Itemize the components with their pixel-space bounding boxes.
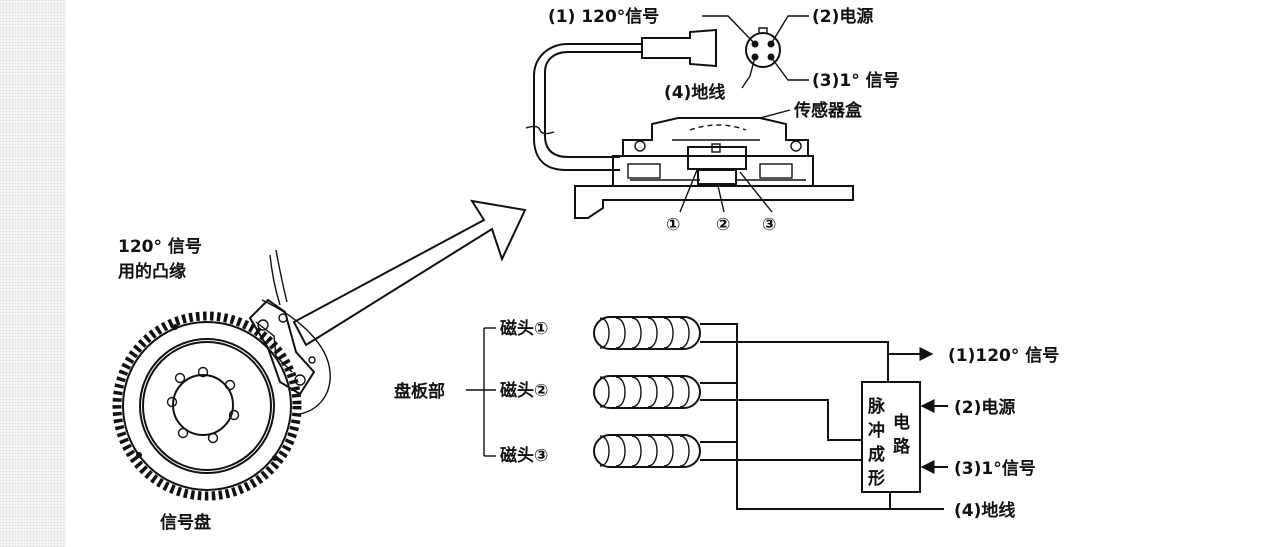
signal-1deg-label: (3)1°信号 bbox=[954, 458, 1036, 479]
connector-pin3-label: (3)1° 信号 bbox=[812, 70, 900, 91]
disk-sensor-bracket bbox=[248, 249, 331, 415]
housing-hidden-line bbox=[689, 124, 747, 131]
connector-pin4-label: (4)地线 bbox=[664, 82, 725, 103]
sensor-bracket-body bbox=[248, 298, 316, 396]
head-2-label: 磁头② bbox=[500, 380, 548, 401]
disk-hub bbox=[172, 374, 234, 436]
signal-disk-label: 信号盘 bbox=[160, 512, 211, 533]
housing-dome bbox=[622, 117, 809, 156]
sensor-cable-outer bbox=[544, 51, 642, 158]
pulse-char-2: 冲 bbox=[868, 420, 885, 441]
cam-flange-label-line1: 120° 信号 bbox=[118, 236, 202, 257]
pulse-char-3: 电 bbox=[893, 412, 910, 433]
cable-break-mark bbox=[525, 125, 555, 135]
circuit-schematic bbox=[466, 316, 948, 510]
sensor-wire-1 bbox=[269, 254, 281, 306]
output-120-line bbox=[887, 347, 934, 382]
pulse-char-5: 路 bbox=[893, 436, 911, 457]
disk-inner-ring bbox=[139, 338, 275, 474]
head-marker-3: ③ bbox=[762, 215, 776, 235]
base-plate bbox=[574, 185, 854, 219]
coil-2 bbox=[593, 375, 862, 441]
head-marker-1: ① bbox=[666, 215, 680, 235]
left-decorative-strip bbox=[0, 0, 66, 547]
cam-flange-markers bbox=[136, 324, 278, 461]
connector-pin1-label: (1) 120°信号 bbox=[548, 6, 659, 27]
pulse-char-6: 形 bbox=[868, 468, 885, 489]
output-120-label: (1)120° 信号 bbox=[948, 345, 1059, 366]
cam-flange-label-line2: 用的凸缘 bbox=[118, 261, 186, 282]
center-core bbox=[697, 169, 737, 185]
coil-3 bbox=[593, 434, 862, 468]
board-label: 盘板部 bbox=[394, 381, 445, 402]
power-label: (2)电源 bbox=[954, 397, 1015, 418]
ground-label: (4)地线 bbox=[954, 500, 1015, 521]
disk-inner-ring-2 bbox=[142, 341, 272, 471]
cable-connector bbox=[641, 28, 717, 68]
disk-teeth bbox=[112, 311, 302, 501]
sensor-cover-arc bbox=[261, 299, 331, 415]
head-marker-2: ② bbox=[716, 215, 730, 235]
head-1-label: 磁头① bbox=[500, 318, 548, 339]
head-3-label: 磁头③ bbox=[500, 445, 548, 466]
center-coil bbox=[687, 146, 747, 170]
sensor-cable-inner bbox=[533, 43, 642, 171]
connector-pin2-label: (2)电源 bbox=[812, 6, 873, 27]
pulse-char-1: 脉 bbox=[867, 396, 886, 417]
ground-line bbox=[736, 490, 944, 510]
big-arrow bbox=[292, 199, 527, 347]
sensor-box-drawing bbox=[525, 15, 854, 219]
pulse-char-4: 成 bbox=[868, 444, 885, 465]
disk-bolt-holes bbox=[166, 366, 240, 444]
disk-rim bbox=[122, 321, 292, 491]
connector-face bbox=[745, 32, 781, 68]
signal-disk bbox=[112, 311, 302, 501]
sensor-wire-2 bbox=[275, 249, 288, 303]
sensor-box-label: 传感器盒 bbox=[793, 100, 863, 121]
